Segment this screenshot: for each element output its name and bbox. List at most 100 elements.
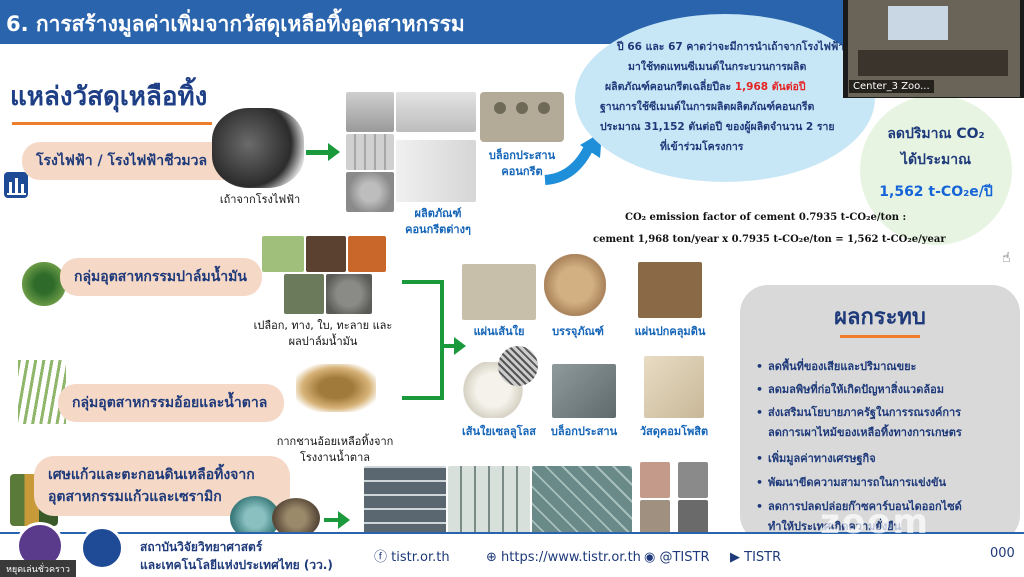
slide-footer: สถาบันวิจัยวิทยาศาสตร์ และเทคโนโลยีแห่งป… [0,522,1024,577]
product-packaging-caption: บรรจุภัณฑ์ [552,325,604,338]
impact-item-continued: ลดการเผาไหม้ของเหลือทิ้งทางการเกษตร [768,426,962,439]
youtube-link[interactable]: ▶ TISTR [730,550,782,565]
composite-photo [644,356,704,418]
impact-item-continued: ทำให้ประเทศเกิดความยั่งยืน [768,520,902,533]
arrow-right-icon [454,337,466,355]
source-power-plant: โรงไฟฟ้า / โรงไฟฟ้าชีวมวล [22,142,242,180]
reduction-oval: ลดปริมาณ CO₂ ได้ประมาณ 1,562 t-CO₂e/ปี [860,95,1012,245]
tile-photo-3 [532,466,632,536]
facebook-icon: ⓕ [374,550,392,565]
tile-photo-4 [640,462,670,498]
glass-label-line2: อุตสาหกรรมแก้วและเซรามิก [48,489,222,505]
sugarcane-caption-line1: กากชานอ้อยเหลือทิ้งจาก [276,435,394,448]
cloud-line-1: ปี 66 และ 67 คาดว่าจะมีการนำเถ้าจากโรงไฟ… [617,41,845,53]
twitter-link[interactable]: ◉ @TISTR [644,550,710,565]
sugarcane-icon [18,360,66,424]
cloud-line-3: ผลิตภัณฑ์คอนกรีตเฉลี่ยปีละ 1,968 ตันต่อป… [605,78,806,95]
hand-cursor-icon: ☝ [1002,250,1011,266]
website-link[interactable]: ⊕ https://www.tistr.or.th [486,550,641,565]
facebook-link[interactable]: ⓕ tistr.or.th [374,550,450,565]
cloud-line-6: ที่เข้าร่วมโครงการ [660,141,744,153]
arrow-right-icon [338,511,350,529]
impact-item: •พัฒนาขีดความสามารถในการแข่งขัน [756,476,947,489]
palm-tree-icon [22,262,66,306]
bagasse-photo [296,364,376,412]
youtube-icon: ▶ [730,550,745,565]
cloud-line-4: ฐานการใช้ซีเมนต์ในการผลิตผลิตภัณฑ์คอนกรี… [600,101,815,113]
cloud-line-3-text: ผลิตภัณฑ์คอนกรีตเฉลี่ยปีละ [605,81,735,93]
palm-photo-4 [284,274,324,314]
palm-photo-2 [306,236,346,272]
tile-photo-7 [678,500,708,534]
cloud-line-5: ประมาณ 31,152 ตันต่อปี ของผู้ผลิตจำนวน 2… [600,121,835,133]
mulch-photo [638,262,702,318]
reduction-line-1: ลดปริมาณ CO₂ [887,126,985,142]
globe-icon: ⊕ [486,550,502,565]
product-concrete-caption: ผลิตภัณฑ์ คอนกรีตต่างๆ [398,206,478,238]
impact-item: •เพิ่มมูลค่าทางเศรษฐกิจ [756,452,876,465]
concrete-pipe-photo [346,172,394,212]
palm-photo-3 [348,236,386,272]
concrete-photo-4 [396,140,476,202]
product-cellulose-caption: เส้นใยเซลลูโลส [462,425,536,438]
palm-caption-line2: ผลปาล์มน้ำมัน [288,335,358,348]
tile-photo-1 [364,466,446,536]
phone-tail: 000 [990,546,1015,561]
arrow-shaft [306,150,330,155]
twitter-icon: ◉ [644,550,660,565]
ceramic-sludge-photo [272,498,320,538]
sugarcane-caption-line2: โรงงานน้ำตาล [299,451,370,464]
interlock-block-photo [480,92,564,142]
heading-underline [12,122,212,125]
participant-name: Center_3 Zoo... [849,80,934,93]
concrete-photo-2 [396,92,476,132]
product-composite-caption: วัสดุคอมโพสิต [639,425,709,438]
arrow-shaft [324,518,340,522]
cloud-highlight: 1,968 ตันต่อปี [734,81,806,93]
connector-top [402,280,442,284]
zoom-watermark: zoom [820,502,930,542]
impact-item: •ลดการปลดปล่อยก๊าซคาร์บอนไดออกไซด์ [756,500,962,513]
impact-underline [840,335,920,338]
tile-photo-5 [678,462,708,498]
impact-item: •ลดพื้นที่ของเสียและปริมาณขยะ [756,360,917,373]
emission-line-1: CO₂ emission factor of cement 0.7935 t-C… [625,212,907,223]
ash-caption: เถ้าจากโรงไฟฟ้า [219,193,301,206]
impact-title: ผลกระทบ [834,305,926,330]
projection-cloud [575,14,875,182]
product-fiber-caption: แผ่นเส้นใย [473,325,525,338]
cloud-line-2: มาใช้ทดแทนซีเมนต์ในกระบวนการผลิต [628,61,807,73]
impact-item: •ส่งเสริมนโยบายภาครัฐในการรณรงค์การ [756,406,962,419]
participant-video[interactable] [848,0,1020,97]
tile-photo-2 [448,466,530,536]
arrow-right-icon [328,143,340,161]
source-heading: แหล่งวัสดุเหลือทิ้ง [10,82,208,112]
stage-people [858,50,1008,76]
palm-caption: เปลือก, ทาง, ใบ, ทะลาย และ ผลปาล์มน้ำมัน [238,318,408,350]
tistr-logo-icon [80,526,124,570]
product-block2-caption: บล็อกประสาน [550,425,618,438]
source-palm-oil: กลุ่มอุตสาหกรรมปาล์มน้ำมัน [60,258,262,296]
sugarcane-caption: กากชานอ้อยเหลือทิ้งจาก โรงงานน้ำตาล [270,434,400,466]
product-block-line2: คอนกรีต [501,165,543,178]
palm-photo-5 [326,274,372,314]
palm-photo-1 [262,236,304,272]
org-name-line1: สถาบันวิจัยวิทยาศาสตร์ [140,540,263,554]
impact-item: •ลดมลพิษที่ก่อให้เกิดปัญหาสิ่งแวดล้อม [756,383,944,396]
product-concrete-line1: ผลิตภัณฑ์ [414,207,462,220]
block-photo [552,364,616,418]
connector-bottom [402,396,442,400]
cellulose-fiber-photo [498,346,538,386]
glass-label-line1: เศษแก้วและตะกอนดินเหลือทิ้งจาก [48,467,255,483]
stage-screen [888,6,948,40]
factory-icon [4,172,28,198]
org-name-line2: และเทคโนโลยีแห่งประเทศไทย (วว.) [140,558,333,572]
impact-box: ผลกระทบ •ลดพื้นที่ของเสียและปริมาณขยะ •ล… [740,285,1020,543]
concrete-photo-3 [346,134,394,170]
reduction-line-3: 1,562 t-CO₂e/ปี [879,184,993,200]
product-concrete-line2: คอนกรีตต่างๆ [405,223,471,236]
palm-caption-line1: เปลือก, ทาง, ใบ, ทะลาย และ [253,319,393,332]
connector-vertical [440,280,444,400]
emission-line-2: cement 1,968 ton/year x 0.7935 t-CO₂e/to… [593,234,946,245]
product-block-caption: บล็อกประสาน คอนกรีต [480,148,564,180]
